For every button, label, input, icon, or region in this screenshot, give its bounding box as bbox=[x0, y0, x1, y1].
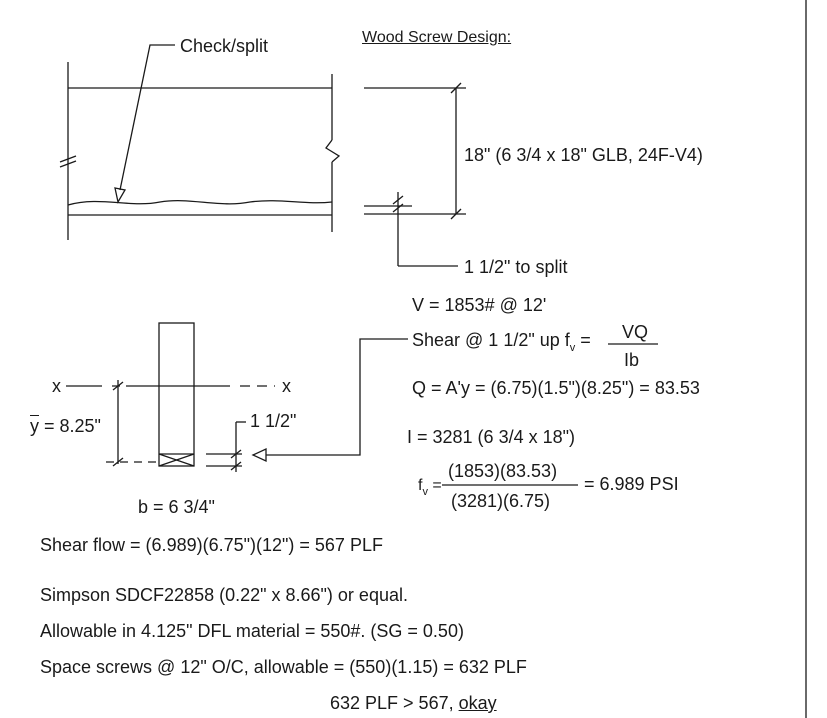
ybar-symbol: y bbox=[30, 416, 39, 436]
fv-result: = 6.989 PSI bbox=[584, 474, 679, 494]
split-height-label: 1 1/2" bbox=[250, 411, 297, 431]
conclusion-okay: okay bbox=[458, 693, 497, 713]
allowable-line: Allowable in 4.125" DFL material = 550#.… bbox=[40, 621, 464, 641]
vq-denominator: Ib bbox=[624, 350, 640, 370]
cross-section bbox=[158, 322, 195, 467]
split-line bbox=[67, 200, 333, 206]
shear-leader bbox=[265, 338, 408, 456]
spacing-line: Space screws @ 12" O/C, allowable = (550… bbox=[40, 657, 527, 677]
leader-arrowhead bbox=[114, 187, 127, 204]
break-mark-right bbox=[325, 139, 341, 163]
check-split-leader bbox=[119, 44, 175, 191]
beam-depth-label: 18" (6 3/4 x 18" GLB, 24F-V4) bbox=[464, 145, 703, 165]
ybar-value: = 8.25" bbox=[39, 416, 101, 436]
screw-spec-line: Simpson SDCF22858 (0.22" x 8.66") or equ… bbox=[40, 585, 408, 605]
shear-flow-line: Shear flow = (6.989)(6.75")(12") = 567 P… bbox=[40, 535, 383, 555]
moment-inertia-line: I = 3281 (6 3/4 x 18") bbox=[407, 427, 575, 447]
axis-x-right: x bbox=[282, 376, 291, 396]
check-split-label: Check/split bbox=[180, 36, 269, 56]
section-width-label: b = 6 3/4" bbox=[138, 497, 215, 517]
q-line: Q = A'y = (6.75)(1.5")(8.25") = 83.53 bbox=[412, 378, 700, 398]
axis-x-left: x bbox=[52, 376, 61, 396]
shear-v-line: V = 1853# @ 12' bbox=[412, 295, 547, 315]
shear-arrowhead bbox=[251, 447, 267, 463]
ybar-label: y = 8.25" bbox=[30, 417, 101, 435]
fv-denominator: (3281)(6.75) bbox=[451, 491, 551, 511]
fv-numerator: (1853)(83.53) bbox=[448, 461, 558, 481]
fv-symbol: fv = bbox=[418, 477, 442, 498]
split-distance-label: 1 1/2" to split bbox=[464, 257, 568, 277]
wood-screw-design-title: Wood Screw Design: bbox=[362, 29, 512, 46]
vq-numerator: VQ bbox=[622, 322, 649, 342]
shear-formula-line: Shear @ 1 1/2" up fv = bbox=[412, 330, 591, 354]
conclusion-line: 632 PLF > 567, okay bbox=[330, 693, 497, 713]
